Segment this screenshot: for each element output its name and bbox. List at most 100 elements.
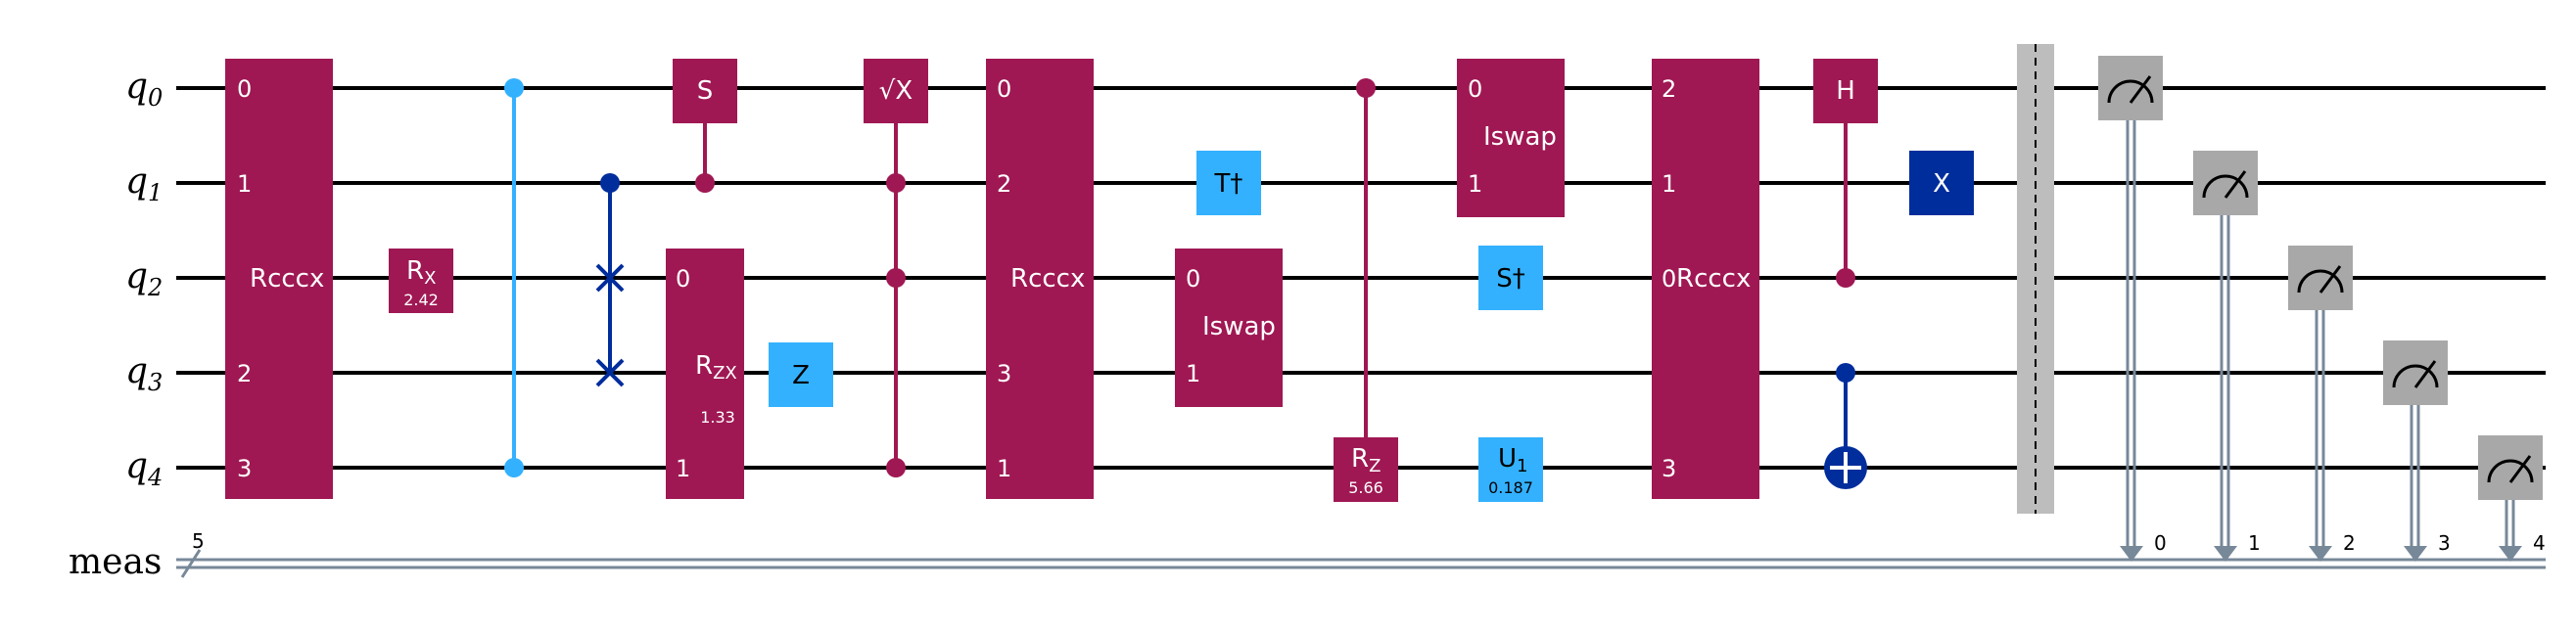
u1-gate-box xyxy=(1478,437,1543,502)
rcccx-1-pin-q1: 1 xyxy=(237,170,252,198)
x-label: X xyxy=(1933,169,1950,199)
iswap-2-label: Iswap xyxy=(1483,122,1557,152)
measure-arrow-icon xyxy=(2120,546,2143,562)
ch-gate: H xyxy=(1813,59,1878,288)
cswap-control-dot xyxy=(600,173,620,193)
measure-box-q4 xyxy=(2478,435,2543,500)
measure-bit-4: 4 xyxy=(2533,531,2546,555)
rcccx-gate-2-box xyxy=(986,59,1094,499)
rx-gate-box xyxy=(389,249,453,313)
measure-bit-2: 2 xyxy=(2343,531,2356,555)
rzx-param: 1.33 xyxy=(700,408,735,427)
rcccx-1-pin-q0: 0 xyxy=(237,75,252,103)
qubit-label-q4: q4 xyxy=(125,446,163,491)
classical-register-label: meas xyxy=(69,542,162,582)
measure-arrow-icon xyxy=(2404,546,2427,562)
measure-q0: 0 xyxy=(2098,56,2167,562)
rcccx-3-pin-q1: 1 xyxy=(1662,170,1676,198)
measure-q3: 3 xyxy=(2383,340,2451,562)
qubit-label-q1: q1 xyxy=(125,161,163,206)
rcccx-3-pin-q4: 3 xyxy=(1662,455,1676,482)
cnot-control-dot xyxy=(1836,363,1855,383)
rzx-pin-q4: 1 xyxy=(676,455,690,482)
rcccx-2-pin-q1: 2 xyxy=(997,170,1011,198)
csx-control-dot-q4 xyxy=(886,458,906,477)
measure-bit-1: 1 xyxy=(2248,531,2261,555)
measure-box-q3 xyxy=(2383,340,2448,405)
iswap-gate-1: 0 1 Iswap xyxy=(1175,249,1283,407)
tdg-label: T† xyxy=(1214,169,1243,199)
qubit-label-q0: q0 xyxy=(125,67,163,112)
rcccx-1-pin-q3: 2 xyxy=(237,360,252,387)
qubit-label-q2: q2 xyxy=(125,256,163,301)
u1-gate: U1 0.187 xyxy=(1478,437,1543,502)
barrier xyxy=(2017,44,2054,514)
rcccx-gate-3-box xyxy=(1652,59,1759,499)
csx-control-dot-q1 xyxy=(886,173,906,193)
crz-control-dot xyxy=(1356,78,1376,98)
cs-control-dot xyxy=(695,173,715,193)
measure-box-q0 xyxy=(2098,56,2163,120)
tdg-gate-box xyxy=(1196,151,1261,215)
meter-icon xyxy=(2392,364,2439,388)
cs-gate: S xyxy=(673,59,737,193)
rzx-label: RZX xyxy=(695,351,737,384)
iswap-1-pin-q3: 1 xyxy=(1186,360,1200,387)
sdg-gate-box xyxy=(1478,246,1543,310)
iswap-gate-2: 0 1 Iswap xyxy=(1457,59,1565,217)
meter-icon xyxy=(2107,79,2154,104)
cnot-plus-icon xyxy=(1830,452,1861,483)
rcccx-gate-3: 2 1 0 3 Rcccx xyxy=(1652,59,1759,499)
rcccx-gate-1: 0 1 2 3 Rcccx xyxy=(225,59,333,499)
u1-label: U1 xyxy=(1498,444,1527,476)
rz-label: RZ xyxy=(1351,444,1381,476)
qubit-wires xyxy=(176,86,2546,470)
z-label: Z xyxy=(792,361,810,390)
iswap-2-pin-q0: 0 xyxy=(1468,75,1482,103)
swap-x-q2 xyxy=(595,263,625,293)
ch-control-dot xyxy=(1836,268,1855,288)
rcccx-3-label: Rcccx xyxy=(1676,264,1751,294)
rzx-pin-q2: 0 xyxy=(676,265,690,293)
h-label: H xyxy=(1836,76,1855,106)
iswap-1-label: Iswap xyxy=(1202,312,1276,341)
cz-control-dot-q0 xyxy=(504,78,524,98)
cz-gate-q0-q4 xyxy=(504,78,524,477)
cz-control-dot-q4 xyxy=(504,458,524,477)
z-gate: Z xyxy=(769,342,833,407)
measure-arrow-icon xyxy=(2309,546,2332,562)
meter-icon xyxy=(2297,269,2344,294)
crz-gate: RZ 5.66 xyxy=(1334,78,1398,502)
measure-q2: 2 xyxy=(2288,246,2356,562)
meter-icon xyxy=(2487,459,2534,483)
measure-q1: 1 xyxy=(2193,151,2261,562)
rx-label: RX xyxy=(406,256,436,289)
measure-box-q2 xyxy=(2288,246,2353,310)
sdg-label: S† xyxy=(1496,264,1525,294)
qubit-labels: q0 q1 q2 q3 q4 meas xyxy=(69,67,163,582)
h-gate-box xyxy=(1813,59,1878,123)
cswap-gate xyxy=(595,173,625,387)
sdg-gate: S† xyxy=(1478,246,1543,310)
measure-q4: 4 xyxy=(2478,435,2546,562)
rx-gate: RX 2.42 xyxy=(389,249,453,313)
classical-width-label: 5 xyxy=(192,529,205,553)
qubit-label-q3: q3 xyxy=(125,351,163,396)
rcccx-1-label: Rcccx xyxy=(250,264,324,294)
rcccx-2-pin-q0: 0 xyxy=(997,75,1011,103)
rcccx-2-pin-q4: 1 xyxy=(997,455,1011,482)
rzx-gate: 0 1 RZX 1.33 xyxy=(666,249,744,499)
sx-label: √X xyxy=(879,76,913,106)
rcccx-gate-1-box xyxy=(225,59,333,499)
rcccx-3-pin-q0: 2 xyxy=(1662,75,1676,103)
iswap-1-pin-q2: 0 xyxy=(1186,265,1200,293)
csx-control-dot-q2 xyxy=(886,268,906,288)
iswap-2-pin-q1: 1 xyxy=(1468,170,1482,198)
iswap-1-box xyxy=(1175,249,1283,407)
rz-param: 5.66 xyxy=(1348,478,1383,497)
rcccx-gate-2: 0 2 3 1 Rcccx xyxy=(986,59,1094,499)
u1-param: 0.187 xyxy=(1488,478,1533,497)
x-gate: X xyxy=(1909,151,1974,215)
s-gate-box xyxy=(673,59,737,123)
